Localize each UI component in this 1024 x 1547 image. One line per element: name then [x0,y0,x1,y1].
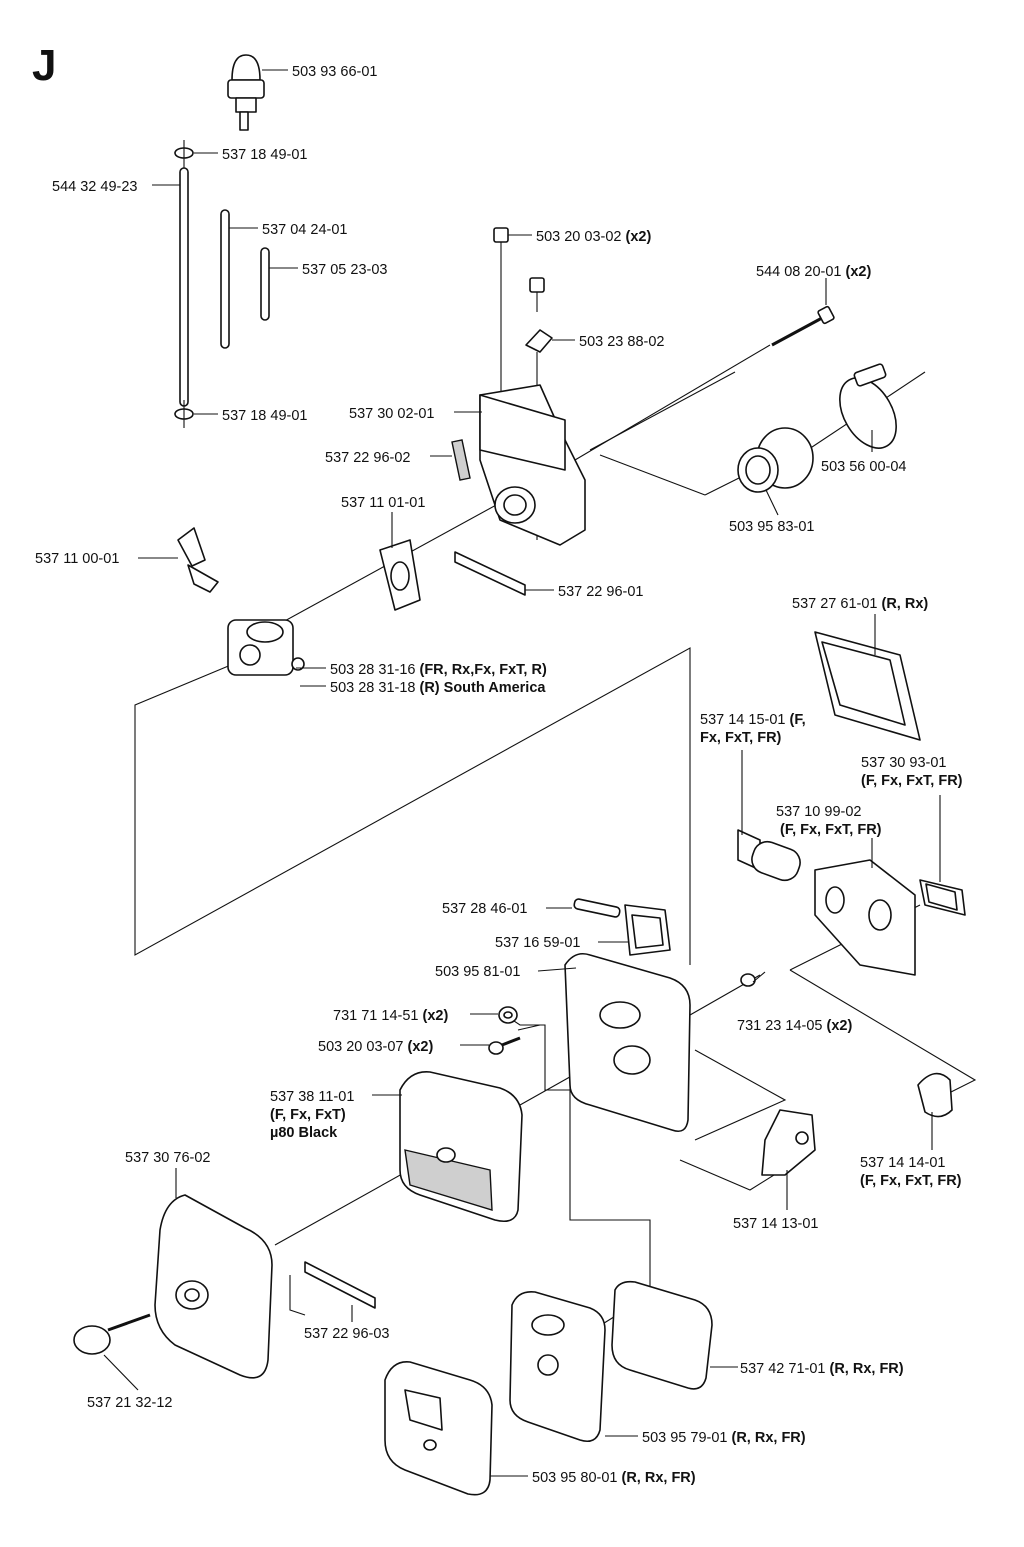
label-filter-bracket: 537 16 59-01 [495,935,580,951]
foam-strip [304,1261,376,1309]
filter-base [564,952,691,1133]
label-filter-f-code: 537 38 11-01 [270,1089,354,1105]
screw-small [488,1036,521,1055]
label-pad: 537 22 96-01 [558,584,643,600]
intake-boot [737,427,814,493]
label-grommet-top: 537 18 49-01 [222,147,307,163]
label-screw-small: 503 20 03-07 (x2) [318,1039,433,1055]
screw-top [493,227,509,395]
label-housing-f-models: (F, Fx, FxT, FR) [780,822,882,838]
label-foam-strip: 537 22 96-03 [304,1326,389,1342]
long-screw [771,305,835,347]
label-shutter-lever: 537 14 13-01 [733,1216,818,1232]
label-filter-plate: 503 95 80-01 (R, Rx, FR) [532,1470,696,1486]
label-intake-elbow-2: Fx, FxT, FR) [700,730,782,746]
shutter [917,1072,953,1118]
nut-flange [498,1006,518,1024]
label-tube-b: 537 05 23-03 [302,262,387,278]
carburetor [227,619,305,676]
label-long-screw: 544 08 20-01 (x2) [756,264,871,280]
adapter [479,384,586,546]
fuel-line [174,140,194,428]
label-tube-a: 537 04 24-01 [262,222,347,238]
knob-screw [73,1313,151,1355]
filter-f [399,1071,523,1223]
filter-holder [509,1290,606,1443]
label-gasket-f-models: (F, Fx, FxT, FR) [861,773,963,789]
label-nut-hex: 731 23 14-05 (x2) [737,1018,852,1034]
intake-elbow [737,829,801,882]
pin [573,898,621,918]
nut-hex [740,973,756,987]
label-shutter-models: (F, Fx, FxT, FR) [860,1173,962,1189]
label-filter-holder: 503 95 79-01 (R, Rx, FR) [642,1430,806,1446]
label-housing-f-code: 537 10 99-02 [776,804,861,820]
label-nut-flange: 731 71 14-51 (x2) [333,1008,448,1024]
label-filter-cover-r: 537 27 61-01 (R, Rx) [792,596,928,612]
section-letter: J [32,41,56,90]
label-bracket: 503 23 88-02 [579,334,664,350]
label-gasket-small: 537 22 96-02 [325,450,410,466]
label-filter-f-note: µ80 Black [270,1125,338,1141]
label-intake-elbow-1: 537 14 15-01 (F, [700,712,806,728]
label-gasket-f-code: 537 30 93-01 [861,755,946,771]
label-adapter: 537 30 02-01 [349,406,434,422]
fuel-tube-b [260,247,270,321]
label-screw-top: 503 20 03-02 (x2) [536,229,651,245]
filter-cover-r [814,631,921,741]
label-intake-boot: 503 95 83-01 [729,519,814,535]
label-pin: 537 28 46-01 [442,901,527,917]
fuel-tube-a [220,209,230,349]
label-filter-f-models: (F, Fx, FxT) [270,1107,346,1123]
foam-filter [611,1280,713,1390]
label-foam-filter: 537 42 71-01 (R, Rx, FR) [740,1361,904,1377]
cover [154,1194,273,1379]
label-cover: 537 30 76-02 [125,1150,210,1166]
choke-knob [177,527,219,593]
gasket-small [451,439,471,481]
label-knob-screw: 537 21 32-12 [87,1395,172,1411]
shutter-lever [761,1109,816,1176]
label-shutter-code: 537 14 14-01 [860,1155,945,1171]
clamp [839,363,897,449]
pad [454,551,526,596]
gasket-f [919,879,966,916]
filter-bracket [624,904,671,956]
primer-bulb [227,54,265,131]
label-clamp: 503 56 00-04 [821,459,906,475]
housing-f [814,859,916,976]
label-choke-knob: 537 11 00-01 [35,551,119,567]
insulator-gasket [379,539,421,611]
label-grommet-bottom: 537 18 49-01 [222,408,307,424]
label-filter-base: 503 95 81-01 [435,964,520,980]
filter-plate [384,1361,493,1496]
leader-lines [103,69,941,1477]
label-carburetor-sa: 503 28 31-18 (R) South America [330,680,546,696]
label-insulator-gasket: 537 11 01-01 [341,495,425,511]
label-carburetor: 503 28 31-16 (FR, Rx,Fx, FxT, R) [330,662,547,678]
label-primer-bulb: 503 93 66-01 [292,64,377,80]
label-fuel-tube-long: 544 32 49-23 [52,179,137,195]
part-labels: 503 93 66-01 537 18 49-01 544 32 49-23 5… [35,64,963,1486]
